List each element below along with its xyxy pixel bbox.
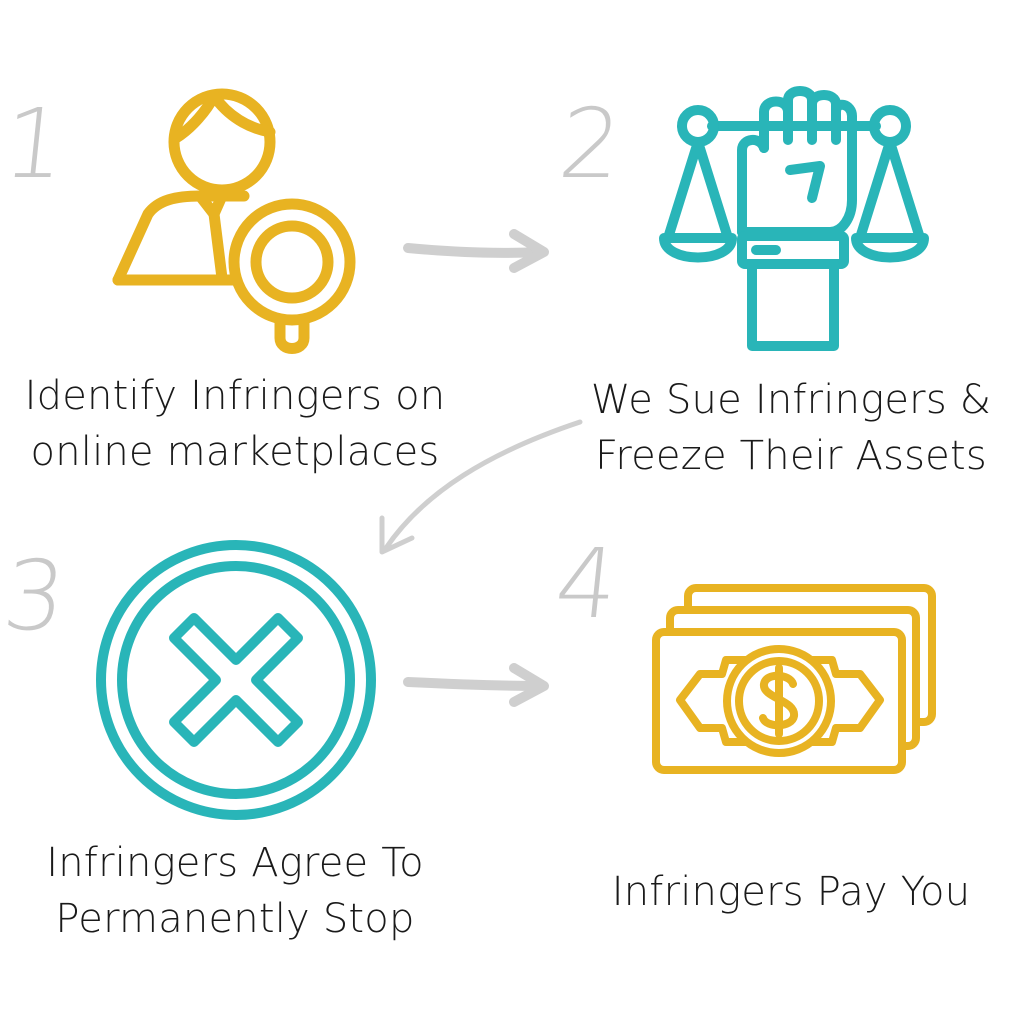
step-4-caption-line1: Infringers Pay You	[611, 869, 971, 915]
money-bills-icon	[652, 584, 936, 774]
arrow-step1-to-step2	[403, 229, 549, 273]
step-4-caption: Infringers Pay You	[566, 864, 1016, 920]
arrow-step2-to-step3	[379, 419, 583, 555]
step-number-1: 1	[0, 88, 71, 200]
investigator-magnifier-icon	[112, 88, 356, 354]
step-3-caption: Infringers Agree To Permanently Stop	[10, 835, 460, 947]
step-1-caption-line2: online marketplaces	[30, 429, 440, 475]
step-1-caption-line1: Identify Infringers on	[24, 373, 446, 419]
circle-x-icon	[96, 540, 376, 820]
step-2-caption-line1: We Sue Infringers &	[590, 377, 992, 423]
step-3-caption-line2: Permanently Stop	[55, 896, 415, 942]
step-number-4: 4	[550, 528, 623, 640]
arrow-step3-to-step4	[403, 663, 549, 707]
step-number-3: 3	[0, 540, 71, 652]
step-3-caption-line1: Infringers Agree To	[46, 840, 424, 886]
step-2-caption: We Sue Infringers & Freeze Their Assets	[566, 372, 1016, 484]
step-2-caption-line2: Freeze Their Assets	[595, 433, 987, 479]
step-number-2: 2	[554, 88, 627, 200]
fist-scales-of-justice-icon	[659, 86, 929, 351]
step-1-caption: Identify Infringers on online marketplac…	[10, 368, 460, 480]
